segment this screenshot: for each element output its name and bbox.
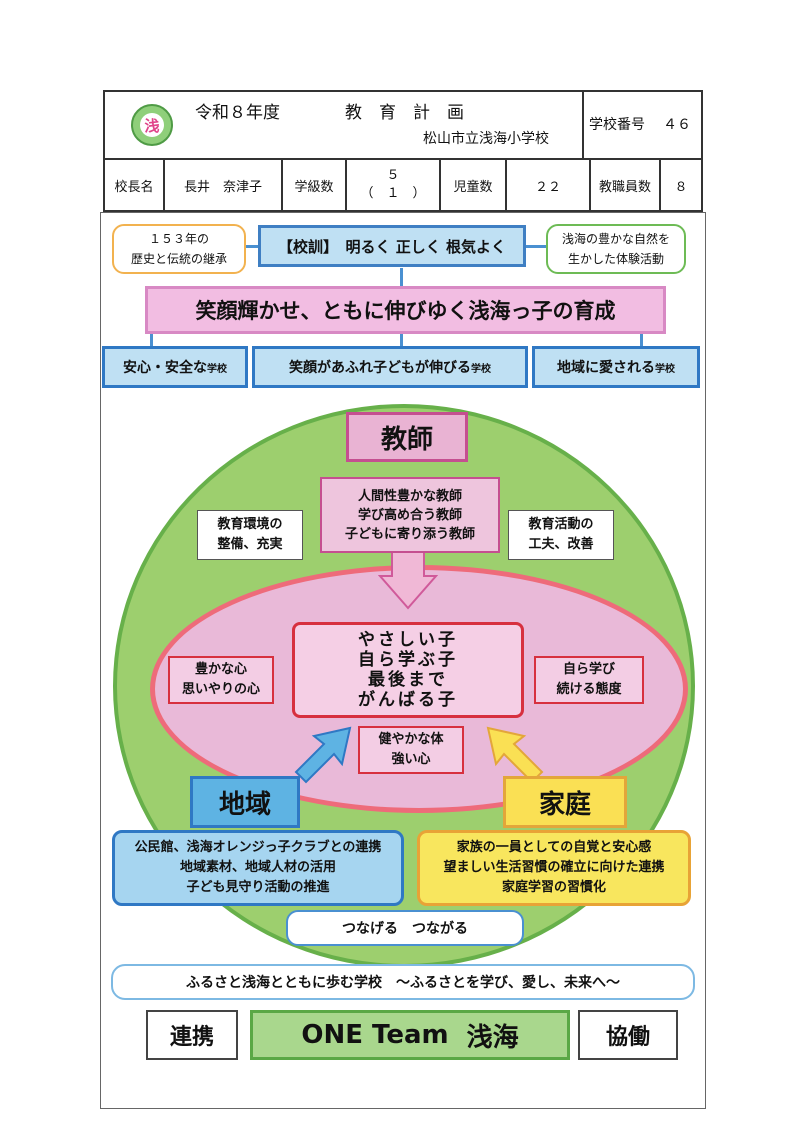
classes-sub: （ １ ）: [360, 186, 426, 201]
environment-note: 教育環境の 整備、充実: [197, 510, 303, 560]
sub-goal-smile: 笑顔があふれ子どもが伸びる学校: [252, 346, 528, 388]
heart-box: 豊かな心 思いやりの心: [168, 656, 274, 704]
teacher-desc: 人間性豊かな教師 学び高め合う教師 子どもに寄り添う教師: [320, 477, 500, 553]
history-line-1: １５３年の: [148, 232, 209, 246]
content-frame: [100, 212, 706, 1109]
family-title: 家庭: [503, 776, 627, 828]
sub-goal-community-main: 地域に愛される: [557, 360, 655, 376]
staff-label: 教職員数: [598, 179, 651, 195]
teacher-desc-line-1: 人間性豊かな教師: [357, 488, 462, 504]
region-desc-line-3: 子ども見守り活動の推進: [186, 880, 330, 895]
child-goal-4: がんばる子: [358, 690, 458, 710]
students-label: 児童数: [453, 179, 493, 195]
school-number: ４６: [663, 117, 691, 133]
sub-goal-safe-main: 安心・安全な: [123, 360, 207, 376]
school-emblem-icon: 浅: [131, 104, 173, 146]
up-right-arrow-icon: [294, 726, 352, 784]
nature-line-2: 生かした体験活動: [567, 252, 664, 266]
sub-goal-safe-small: 学校: [207, 363, 227, 375]
classes-value: ５: [386, 168, 400, 183]
child-goal-2: 自ら学ぶ子: [358, 650, 458, 670]
family-desc-line-1: 家族の一員としての自覚と安心感: [456, 840, 652, 855]
principal-name: 長井 奈津子: [183, 179, 262, 195]
learning-line-1: 自ら学び: [562, 662, 615, 677]
school-goal: 笑顔輝かせ、ともに伸びゆく浅海っ子の育成: [145, 286, 666, 334]
region-title: 地域: [190, 776, 300, 828]
family-desc: 家族の一員としての自覚と安心感 望ましい生活習慣の確立に向けた連携 家庭学習の習…: [417, 830, 691, 906]
classes-label: 学級数: [294, 179, 334, 195]
sub-goal-smile-small: 学校: [471, 363, 491, 375]
environment-note-line-1: 教育環境の: [217, 517, 283, 532]
down-arrow-icon: [378, 548, 438, 610]
child-goals: やさしい子 自ら学ぶ子 最後まで がんばる子: [292, 622, 524, 718]
nature-line-1: 浅海の豊かな自然を: [561, 232, 670, 246]
sub-goal-community: 地域に愛される学校: [532, 346, 700, 388]
body-box: 健やかな体 強い心: [358, 726, 464, 774]
header-table: 浅 令和８年度 教 育 計 画 松山市立浅海小学校 学校番号 ４６ 校長名 長井…: [103, 90, 703, 212]
one-team-jp: 浅海: [466, 1022, 519, 1053]
child-goal-1: やさしい子: [358, 630, 458, 650]
body-line-2: 強い心: [391, 752, 431, 767]
family-desc-line-2: 望ましい生活習慣の確立に向けた連携: [443, 860, 665, 875]
plan-title: 教 育 計 画: [345, 103, 464, 123]
teacher-desc-line-3: 子どもに寄り添う教師: [344, 526, 475, 542]
region-desc: 公民館、浅海オレンジっ子クラブとの連携 地域素材、地域人材の活用 子ども見守り活…: [112, 830, 404, 906]
students-value: ２２: [534, 179, 561, 195]
history-line-2: 歴史と伝統の継承: [130, 252, 227, 266]
activity-note: 教育活動の 工夫、改善: [508, 510, 614, 560]
teacher-desc-line-2: 学び高め合う教師: [357, 507, 462, 523]
emblem-char: 浅: [140, 113, 164, 137]
one-team-en: ONE Team: [301, 1020, 449, 1050]
cooperation-left: 連携: [146, 1010, 238, 1060]
history-box: １５３年の 歴史と伝統の継承: [112, 224, 246, 274]
slogan: ふるさと浅海とともに歩む学校 ～ふるさとを学び、愛し、未来へ～: [111, 964, 695, 1000]
plan-year: 令和８年度: [195, 103, 280, 123]
region-desc-line-1: 公民館、浅海オレンジっ子クラブとの連携: [134, 840, 382, 855]
school-number-label: 学校番号: [589, 117, 645, 133]
connect-label: つなげる つながる: [286, 910, 524, 946]
child-goal-3: 最後まで: [368, 670, 448, 690]
learning-box: 自ら学び 続ける態度: [534, 656, 644, 704]
teacher-title: 教師: [346, 412, 468, 462]
learning-line-2: 続ける態度: [556, 682, 622, 697]
school-motto: 【校訓】 明るく 正しく 根気よく: [258, 225, 526, 267]
activity-note-line-1: 教育活動の: [528, 517, 594, 532]
heart-line-2: 思いやりの心: [181, 682, 260, 697]
school-name: 松山市立浅海小学校: [423, 131, 549, 147]
family-desc-line-3: 家庭学習の習慣化: [501, 880, 606, 895]
sub-goal-smile-main: 笑顔があふれ子どもが伸びる: [289, 360, 471, 376]
collaboration-right: 協働: [578, 1010, 678, 1060]
activity-note-line-2: 工夫、改善: [528, 537, 594, 552]
region-desc-line-2: 地域素材、地域人材の活用: [179, 860, 336, 875]
sub-goal-community-small: 学校: [655, 363, 675, 375]
staff-value: ８: [674, 179, 688, 195]
classes-cell: ５ （ １ ）: [347, 160, 439, 210]
nature-box: 浅海の豊かな自然を 生かした体験活動: [546, 224, 686, 274]
principal-label: 校長名: [114, 179, 154, 195]
environment-note-line-2: 整備、充実: [217, 537, 283, 552]
sub-goal-safe: 安心・安全な学校: [102, 346, 248, 388]
body-line-1: 健やかな体: [378, 732, 444, 747]
heart-line-1: 豊かな心: [194, 662, 247, 677]
one-team: ONE Team 浅海: [250, 1010, 570, 1060]
